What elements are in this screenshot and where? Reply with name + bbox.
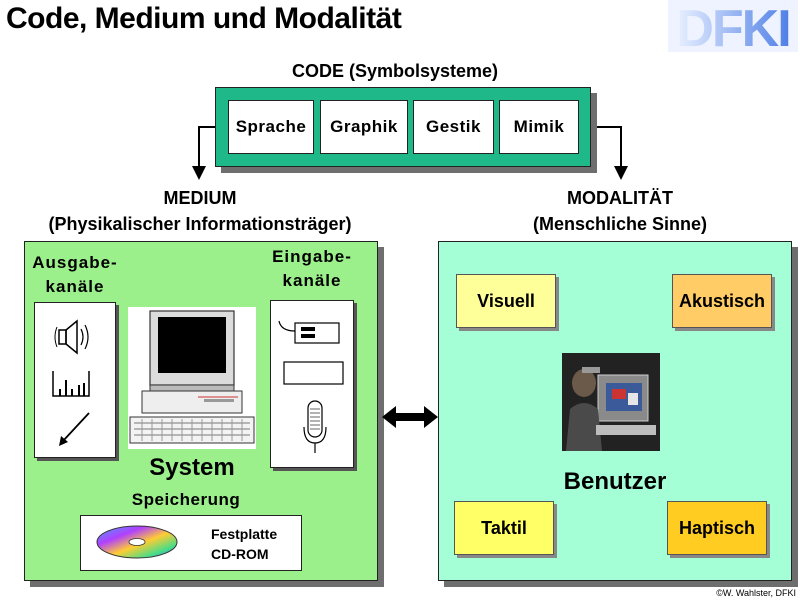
computer-icon (129, 310, 255, 444)
output-label-line2: kanäle (45, 277, 105, 296)
medium-subheader: (Physikalischer Informationsträger) (48, 214, 352, 234)
modality-subheader: (Menschliche Sinne) (532, 214, 708, 234)
page-title: Code, Medium und Modalität (6, 2, 402, 35)
code-header: CODE (Symbolsysteme) (291, 61, 499, 81)
pen-arrow-icon (59, 412, 90, 446)
modality-header: MODALITÄT (567, 188, 673, 208)
microphone-icon (303, 400, 327, 453)
input-channels-label: Eingabe- kanäle (266, 245, 358, 293)
user-photo (562, 353, 660, 451)
storage-box: Festplatte CD-ROM (80, 515, 302, 571)
copyright-text: ©W. Wahlster, DFKI (716, 588, 796, 598)
modality-akustisch: Akustisch (672, 274, 772, 328)
speaker-icon (54, 319, 89, 355)
storage-label: Speicherung (131, 490, 241, 509)
modality-visuell: Visuell (456, 274, 556, 328)
bar-chart-icon (52, 371, 90, 397)
mouse-icon (278, 320, 340, 344)
output-label-line1: Ausgabe- (32, 253, 118, 272)
double-arrow-icon (382, 406, 438, 428)
dfki-logo: DFKI (668, 0, 798, 52)
medium-header: MEDIUM (163, 188, 237, 208)
input-channels-box (270, 300, 354, 468)
storage-items: Festplatte CD-ROM (211, 524, 277, 564)
cd-icon (96, 525, 178, 559)
code-item-graphik: Graphik (320, 100, 408, 154)
computer-image (128, 307, 256, 449)
code-item-gestik: Gestik (413, 100, 494, 154)
svg-text:DFKI: DFKI (676, 0, 789, 52)
output-channels-box (34, 302, 116, 458)
code-item-sprache: Sprache (228, 100, 314, 154)
storage-item-cdrom: CD-ROM (211, 546, 269, 562)
storage-item-festplatte: Festplatte (211, 526, 278, 542)
modality-taktil: Taktil (454, 501, 554, 555)
keyboard-icon (283, 361, 344, 385)
code-item-mimik: Mimik (499, 100, 579, 154)
system-label: System (149, 454, 235, 481)
user-label: Benutzer (563, 468, 667, 495)
input-label-line2: kanäle (282, 271, 342, 290)
output-channels-label: Ausgabe- kanäle (28, 251, 122, 299)
modality-haptisch: Haptisch (667, 501, 767, 555)
user-at-computer-icon (562, 353, 660, 451)
input-label-line1: Eingabe- (272, 247, 352, 266)
